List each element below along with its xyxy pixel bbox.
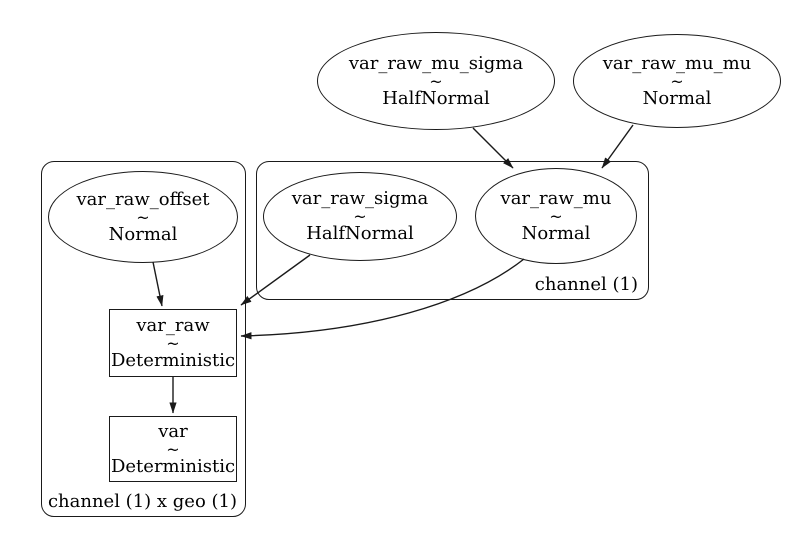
node-var_raw_offset-name: var_raw_offset bbox=[76, 188, 210, 210]
node-var_raw_mu_mu: var_raw_mu_mu ~ Normal bbox=[573, 34, 781, 128]
node-var_raw_offset-tilde: ~ bbox=[136, 207, 150, 227]
node-var_raw_mu-tilde: ~ bbox=[549, 206, 563, 226]
node-var_raw_mu_mu-dist: Normal bbox=[642, 87, 712, 109]
node-var_raw_mu_sigma: var_raw_mu_sigma ~ HalfNormal bbox=[317, 32, 555, 130]
node-var_raw_offset: var_raw_offset ~ Normal bbox=[48, 171, 238, 263]
node-var_raw_sigma-tilde: ~ bbox=[353, 207, 367, 226]
node-var_raw_offset-dist: Normal bbox=[108, 223, 178, 245]
node-var_raw-dist: Deterministic bbox=[110, 349, 236, 371]
plate-channel-label: channel (1) bbox=[534, 274, 638, 295]
node-var_raw_mu_mu-tilde: ~ bbox=[670, 71, 684, 91]
node-var_raw_mu-name: var_raw_mu bbox=[500, 187, 612, 209]
node-var_raw_sigma-name: var_raw_sigma bbox=[291, 188, 429, 209]
node-var_raw_mu_sigma-name: var_raw_mu_sigma bbox=[348, 52, 524, 74]
node-var_raw_mu_sigma-dist: HalfNormal bbox=[382, 87, 490, 109]
node-var_raw_mu_mu-name: var_raw_mu_mu bbox=[602, 52, 752, 74]
node-var_raw_mu-dist: Normal bbox=[521, 222, 591, 244]
node-var_raw_mu: var_raw_mu ~ Normal bbox=[475, 168, 637, 264]
node-var: var ~ Deterministic bbox=[109, 416, 237, 482]
node-var_raw-name: var_raw bbox=[136, 314, 210, 336]
node-var_raw_mu_sigma-tilde: ~ bbox=[429, 71, 443, 91]
node-var-name: var bbox=[158, 420, 188, 442]
node-var_raw-tilde: ~ bbox=[166, 333, 180, 353]
node-var-dist: Deterministic bbox=[110, 455, 236, 477]
node-var_raw_sigma-dist: HalfNormal bbox=[306, 223, 414, 244]
node-var_raw: var_raw ~ Deterministic bbox=[109, 309, 237, 377]
node-var_raw_sigma: var_raw_sigma ~ HalfNormal bbox=[263, 172, 457, 261]
plate-channel-geo-label: channel (1) x geo (1) bbox=[47, 491, 237, 512]
node-var-tilde: ~ bbox=[166, 439, 180, 459]
